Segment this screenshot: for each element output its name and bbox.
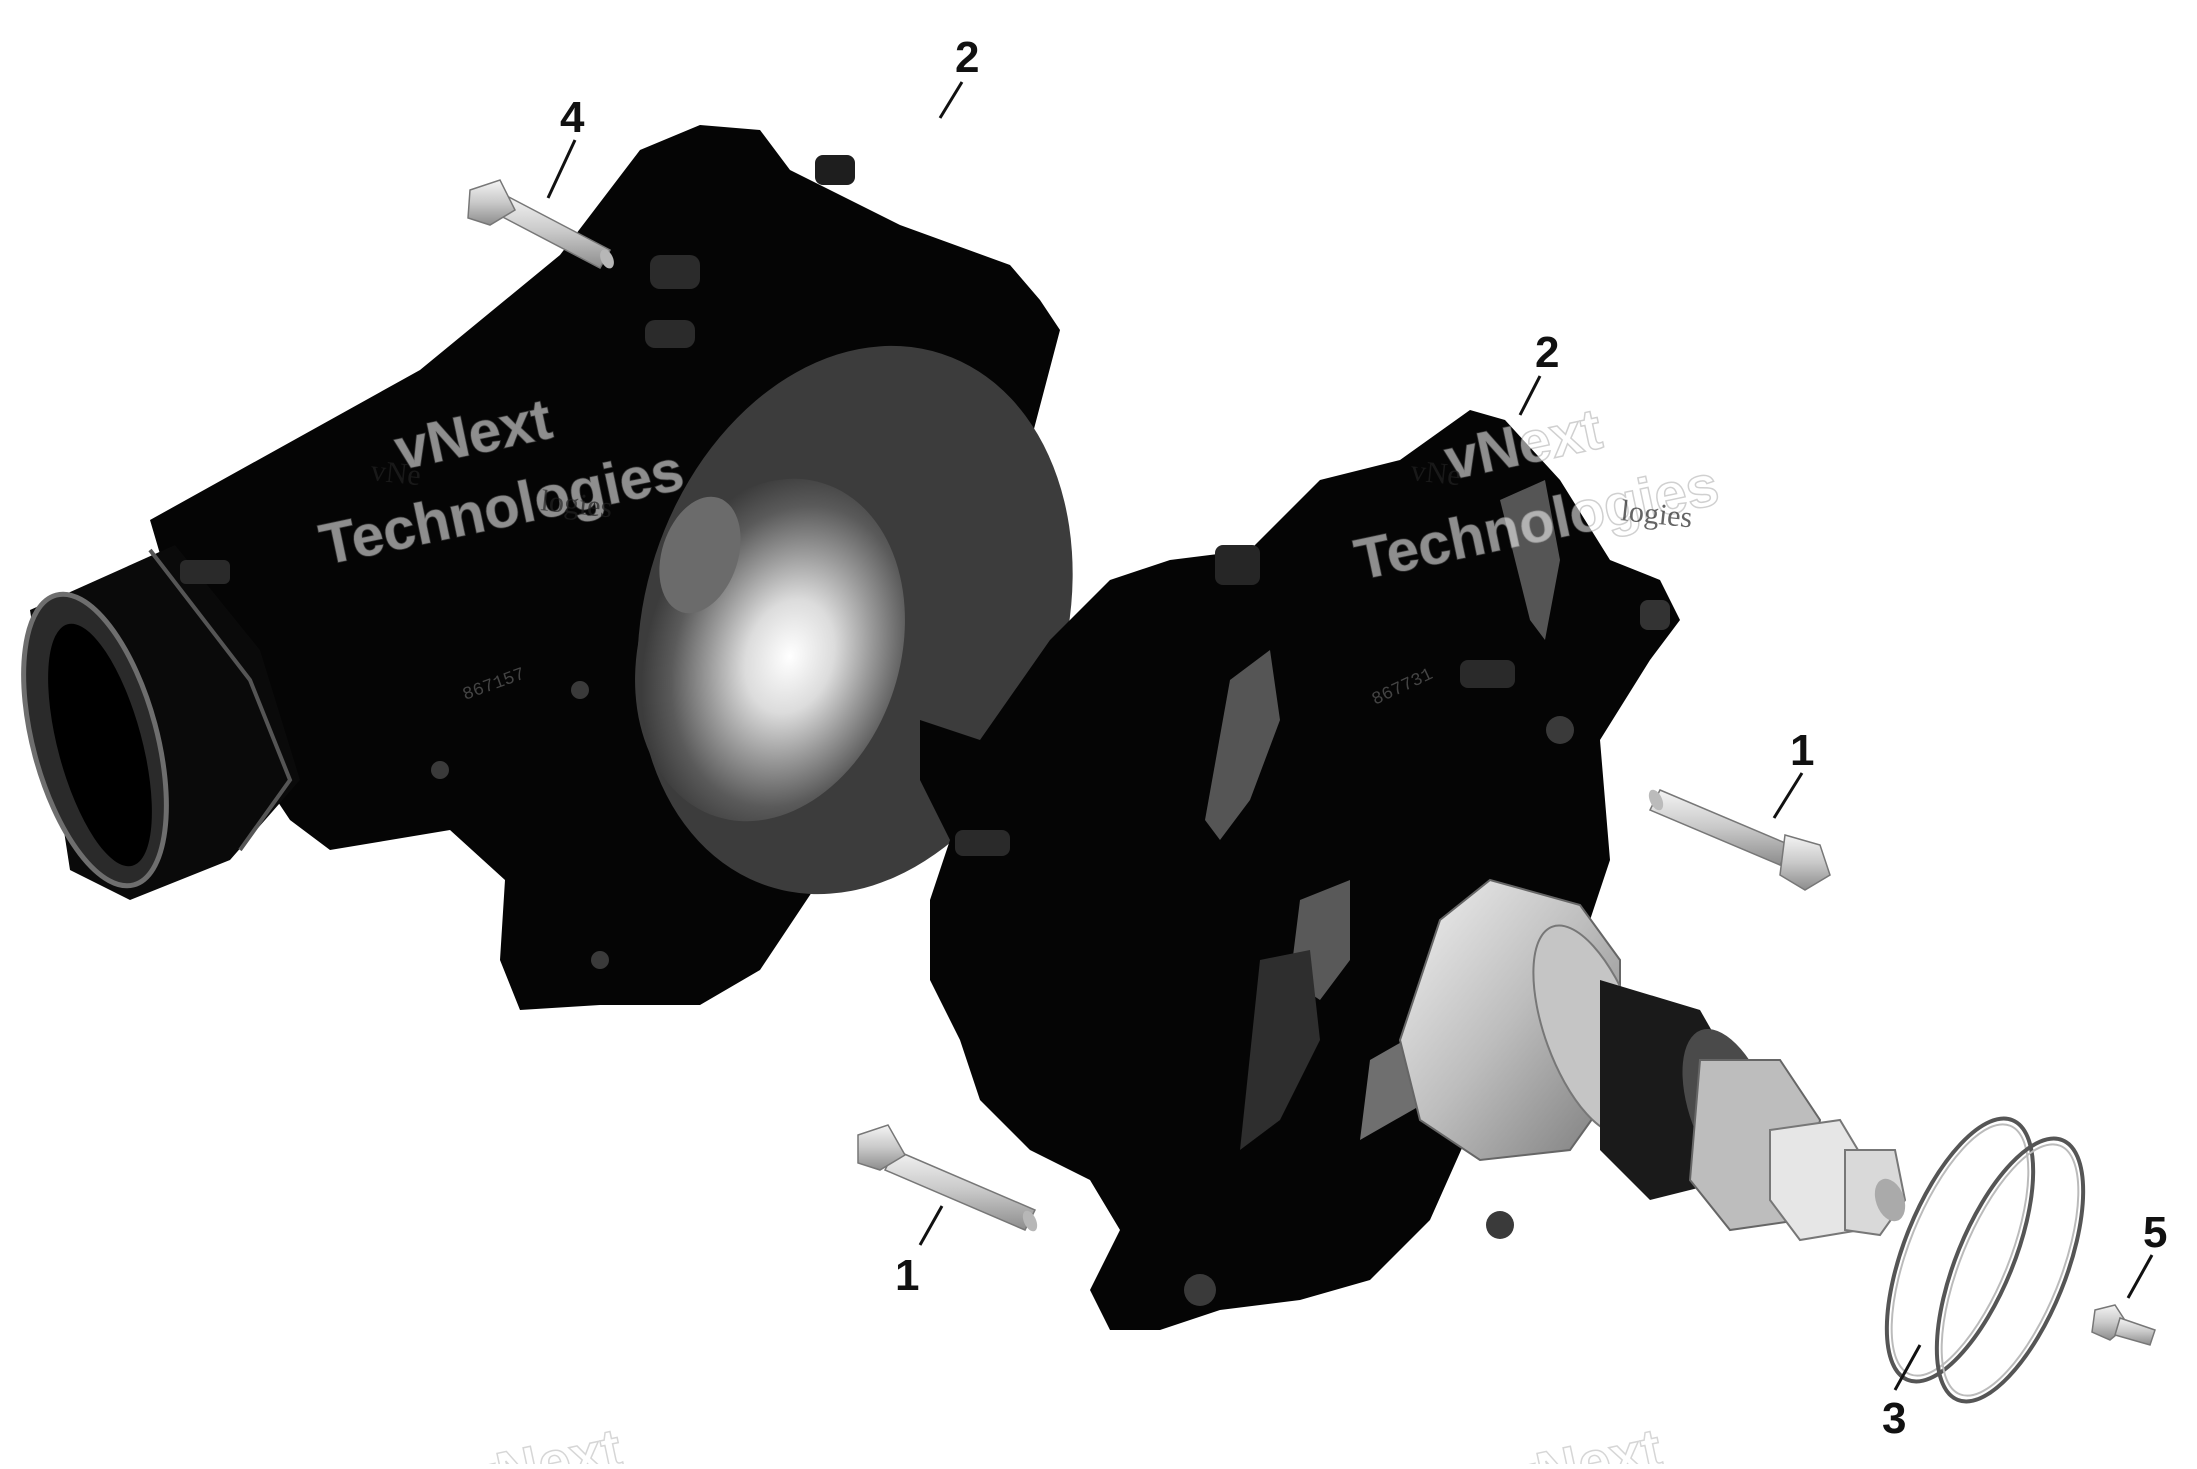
bolt-item-1-right [1648,789,1831,891]
screw-item-5 [2091,1304,2156,1346]
left-cover-part: 867157 [21,125,1073,1010]
watermark-ghost-left: vNext [459,1416,627,1464]
drive-shaft-assembly [1398,878,1907,1242]
o-rings-item-3 [1884,1116,2086,1404]
watermark-small-b-right: logies [1619,494,1694,534]
watermark-small-a: vNe [369,454,422,492]
watermark-ghost-right: vNext [1499,1416,1667,1464]
leader-2a [938,81,964,119]
callout-2-top: 2 [955,33,979,82]
callouts: 2 4 2 1 1 5 3 [546,33,2167,1443]
callout-4: 4 [560,93,585,142]
leader-4 [546,139,577,199]
leader-1a [1772,772,1804,819]
watermark-small-a-right: vNe [1409,454,1462,492]
callout-1-left: 1 [895,1251,919,1300]
callout-2-middle: 2 [1535,328,1559,377]
watermark-small-b: logies [539,484,614,524]
callout-1-right: 1 [1790,726,1814,775]
leader-2b [1518,375,1542,416]
leader-3 [1893,1344,1922,1391]
bolt-item-4 [467,179,614,270]
callout-5: 5 [2143,1208,2167,1257]
callout-3: 3 [1882,1394,1906,1443]
bolt-item-1-left [857,1124,1038,1232]
leader-1b [918,1205,944,1246]
leader-5 [2126,1254,2154,1299]
